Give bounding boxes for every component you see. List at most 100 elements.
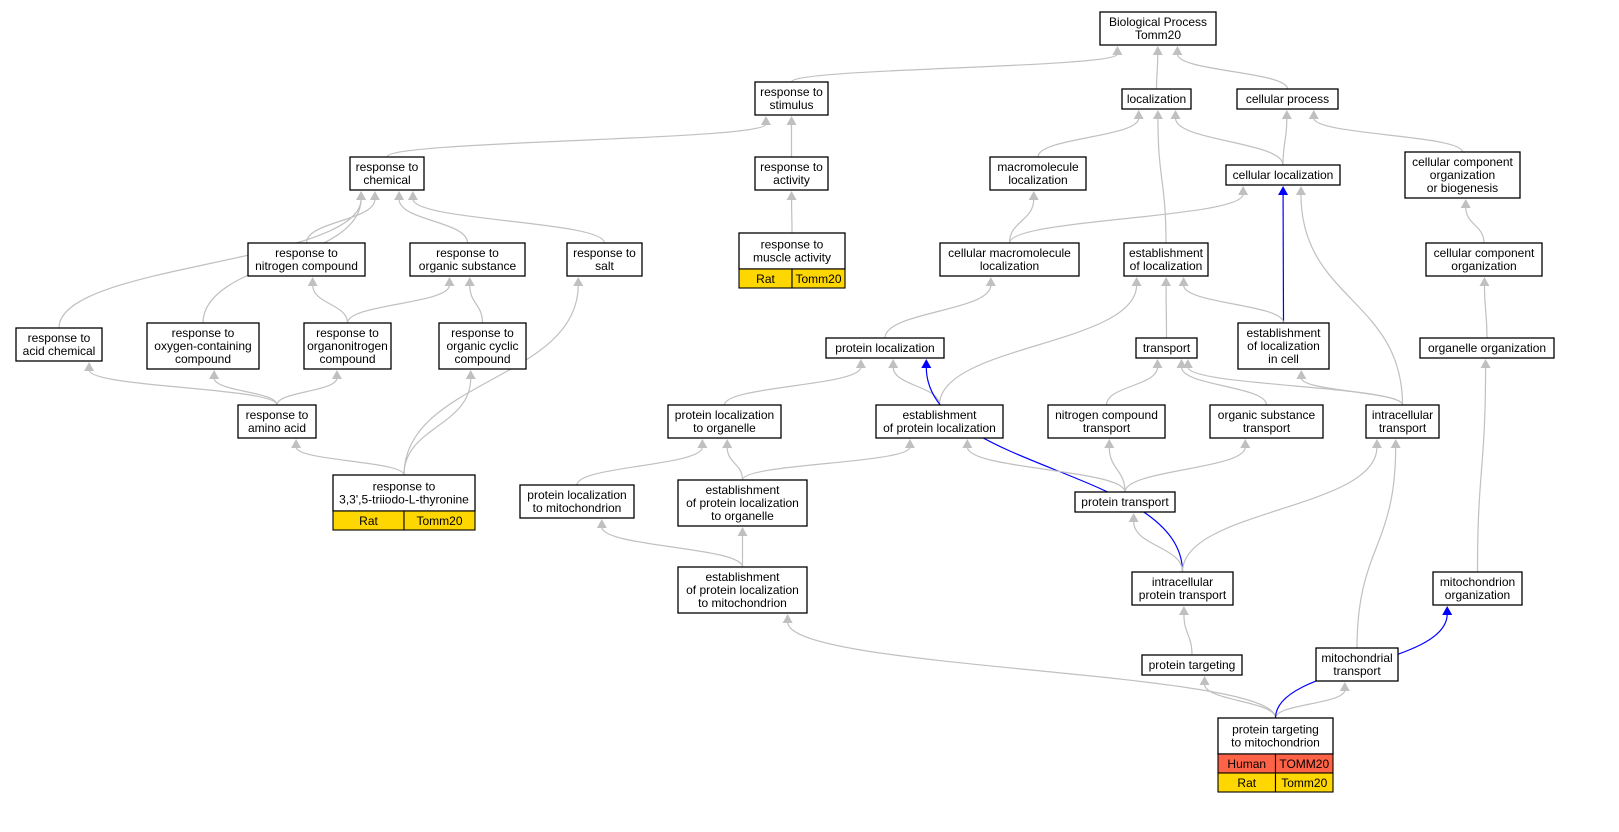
node-box bbox=[1099, 11, 1217, 46]
arrowhead-icon bbox=[84, 362, 95, 371]
node-label-line: Tomm20 bbox=[1135, 28, 1181, 42]
gene-label: Tomm20 bbox=[1281, 776, 1327, 790]
node-label-line: protein localization bbox=[527, 488, 626, 502]
node-box bbox=[875, 404, 1004, 439]
node-label-line: response to bbox=[316, 326, 379, 340]
node-label-line: of localization bbox=[1130, 259, 1203, 273]
node-label-line: establishment bbox=[902, 408, 977, 422]
arrowhead-icon bbox=[855, 359, 866, 368]
node-label-line: response to bbox=[761, 238, 824, 252]
gene-cell bbox=[1274, 772, 1334, 793]
edge-protloc-to-cmacroloc bbox=[884, 284, 992, 339]
arrowhead-icon bbox=[786, 191, 797, 200]
go-term-node-ptarg[interactable]: protein targeting bbox=[1141, 654, 1243, 676]
node-box bbox=[566, 242, 643, 277]
node-box bbox=[15, 327, 103, 362]
go-term-node-pt[interactable]: protein transport bbox=[1074, 491, 1176, 513]
node-box bbox=[409, 242, 526, 277]
go-term-node-rthy[interactable]: response to3,3',5-triiodo-L-thyronineRat… bbox=[332, 474, 476, 531]
edge-eplm-to-plm bbox=[601, 526, 744, 568]
arrowhead-icon bbox=[1131, 277, 1142, 286]
node-label-line: mitochondrial bbox=[1321, 651, 1392, 665]
edge-ict-to-cellloc bbox=[1300, 193, 1404, 406]
arrowhead-icon bbox=[1133, 110, 1144, 119]
node-box bbox=[1141, 654, 1243, 676]
node-box bbox=[332, 474, 476, 512]
node-label-line: or biogenesis bbox=[1427, 181, 1498, 195]
node-label-line: cellular macromolecule bbox=[948, 246, 1071, 260]
node-box bbox=[349, 156, 425, 191]
gene-label: TOMM20 bbox=[1279, 757, 1329, 771]
arrowhead-icon bbox=[1460, 199, 1471, 208]
node-label-line: response to bbox=[760, 85, 823, 99]
go-term-node-cellloc[interactable]: cellular localization bbox=[1225, 164, 1341, 186]
node-label-line: localization bbox=[1008, 173, 1067, 187]
go-term-node-loc[interactable]: localization bbox=[1121, 88, 1192, 110]
node-label-line: amino acid bbox=[248, 421, 306, 435]
arrowhead-icon bbox=[1199, 676, 1210, 685]
arrowhead-icon bbox=[356, 191, 367, 200]
species-label: Rat bbox=[359, 514, 378, 528]
edge-loc-to-bp bbox=[1155, 53, 1159, 90]
species-label: Rat bbox=[756, 272, 775, 286]
arrowhead-icon bbox=[444, 277, 455, 286]
go-term-node-cellproc[interactable]: cellular process bbox=[1236, 88, 1339, 110]
node-label-line: localization bbox=[1127, 92, 1186, 106]
edge-ptm-to-eplm bbox=[787, 621, 1277, 719]
node-label-line: protein localization bbox=[835, 341, 934, 355]
edge-eplo-to-plo bbox=[726, 446, 744, 481]
arrowhead-icon bbox=[407, 191, 418, 200]
node-box bbox=[1225, 164, 1341, 186]
node-box bbox=[1131, 571, 1234, 606]
edge-epl-to-estloc bbox=[938, 284, 1138, 406]
node-label-line: transport bbox=[1379, 421, 1427, 435]
go-term-node-transport[interactable]: transport bbox=[1135, 337, 1198, 359]
arrowhead-icon bbox=[291, 439, 302, 448]
arrowhead-icon bbox=[1170, 110, 1181, 119]
edge-rorgnit-to-rnit bbox=[312, 284, 349, 324]
edge-eplo-to-epl bbox=[741, 446, 911, 481]
arrowhead-icon bbox=[1128, 513, 1139, 522]
node-label-line: transport bbox=[1143, 341, 1191, 355]
arrowhead-icon bbox=[737, 527, 748, 536]
go-term-node-orgorg[interactable]: organelle organization bbox=[1419, 337, 1555, 359]
node-label-line: activity bbox=[773, 173, 810, 187]
node-label-line: response to bbox=[373, 480, 436, 494]
arrowhead-icon bbox=[1178, 606, 1189, 615]
go-term-node-protloc[interactable]: protein localization bbox=[825, 337, 945, 359]
node-label-line: response to bbox=[275, 246, 338, 260]
arrowhead-icon bbox=[1178, 277, 1189, 286]
edge-ost-to-transport bbox=[1180, 366, 1268, 406]
